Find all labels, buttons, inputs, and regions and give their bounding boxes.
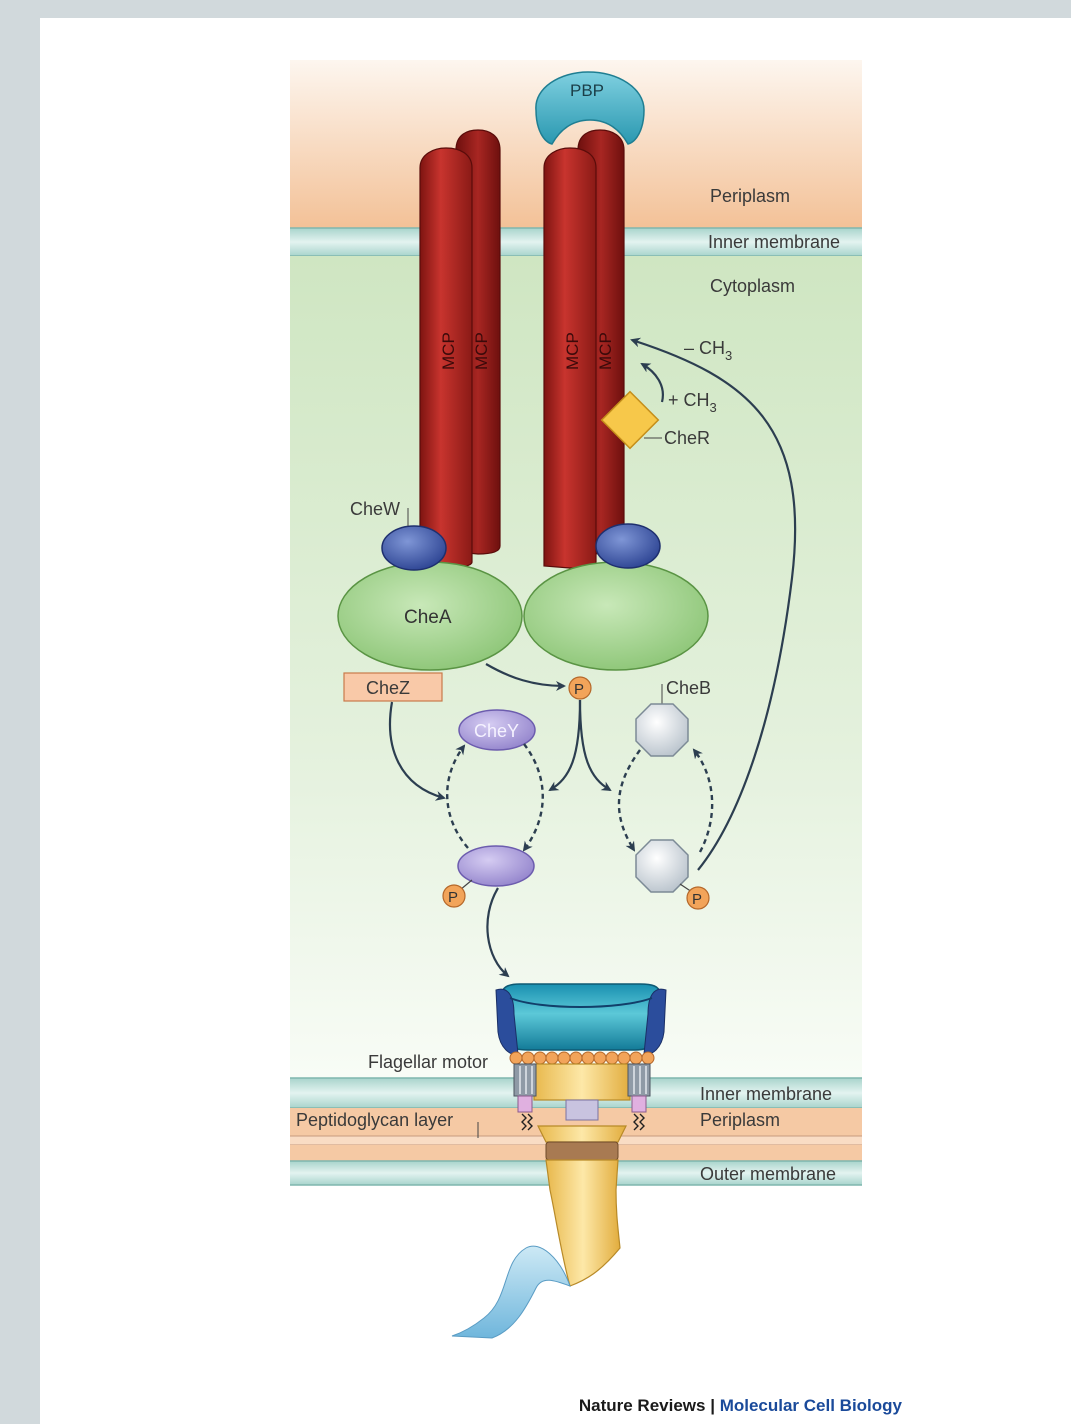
periplasm-label-bottom: Periplasm <box>700 1110 780 1130</box>
phospho-label: P <box>692 891 702 908</box>
mcp-dimer-left: MCP MCP <box>420 130 500 568</box>
motor-c-ring <box>502 984 660 1050</box>
motor-l-ring <box>546 1142 618 1160</box>
inner-membrane-label-bottom: Inner membrane <box>700 1084 832 1104</box>
flagellar-motor-label: Flagellar motor <box>368 1052 488 1072</box>
flagellum-filament <box>452 1246 570 1338</box>
phospho-label: P <box>574 681 584 698</box>
cheb-protein <box>636 704 688 756</box>
mcp-label: MCP <box>439 332 458 370</box>
figure-credit: Nature Reviews | Molecular Cell Biology <box>40 1396 902 1416</box>
pbp-label: PBP <box>570 81 604 100</box>
chey-p-protein <box>458 846 534 886</box>
mcp-label: MCP <box>472 332 491 370</box>
cheb-label: CheB <box>666 678 711 698</box>
chew-protein-right <box>596 524 660 568</box>
chea-label: CheA <box>404 607 452 628</box>
periplasm-label-top: Periplasm <box>710 186 790 206</box>
journal-section: Molecular Cell Biology <box>720 1396 902 1415</box>
motor-p-ring <box>538 1126 626 1142</box>
chemotaxis-diagram: Periplasm Inner membrane Cytoplasm PBP M… <box>40 18 1071 1424</box>
outer-membrane-label: Outer membrane <box>700 1164 836 1184</box>
peptidoglycan-layer-label: Peptidoglycan layer <box>296 1110 453 1130</box>
inner-membrane-label-top: Inner membrane <box>708 232 840 252</box>
credit-separator: | <box>705 1396 719 1415</box>
mcp-dimer-right: MCP MCP <box>544 130 624 568</box>
mcp-label: MCP <box>596 332 615 370</box>
figure-panel: Periplasm Inner membrane Cytoplasm PBP M… <box>40 18 1071 1424</box>
motor-rod <box>566 1100 598 1120</box>
motor-ms-ring <box>534 1064 630 1100</box>
chew-label: CheW <box>350 499 400 519</box>
chew-protein-left <box>382 526 446 570</box>
chez-label: CheZ <box>366 678 410 698</box>
chea-protein-right <box>524 562 708 670</box>
mcp-label: MCP <box>563 332 582 370</box>
journal-name: Nature Reviews <box>579 1396 706 1415</box>
chey-label: CheY <box>474 721 519 741</box>
cher-label: CheR <box>664 428 710 448</box>
cytoplasm-label: Cytoplasm <box>710 276 795 296</box>
phospho-label: P <box>448 889 458 906</box>
